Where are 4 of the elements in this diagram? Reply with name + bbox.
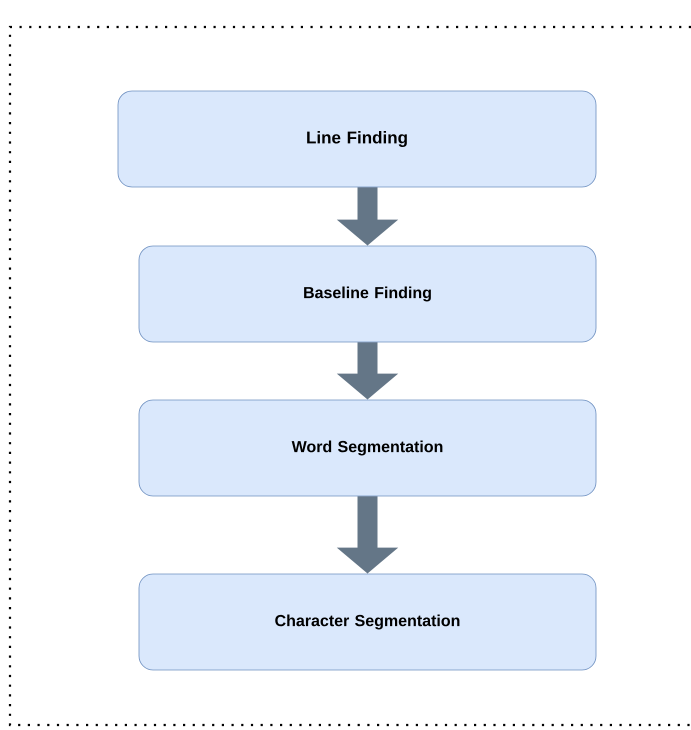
process-box: Word Segmentation (138, 400, 596, 496)
process-box: Line Finding (118, 90, 596, 188)
process-box: Baseline Finding (138, 246, 596, 342)
process-box: Character Segmentation (138, 574, 596, 670)
